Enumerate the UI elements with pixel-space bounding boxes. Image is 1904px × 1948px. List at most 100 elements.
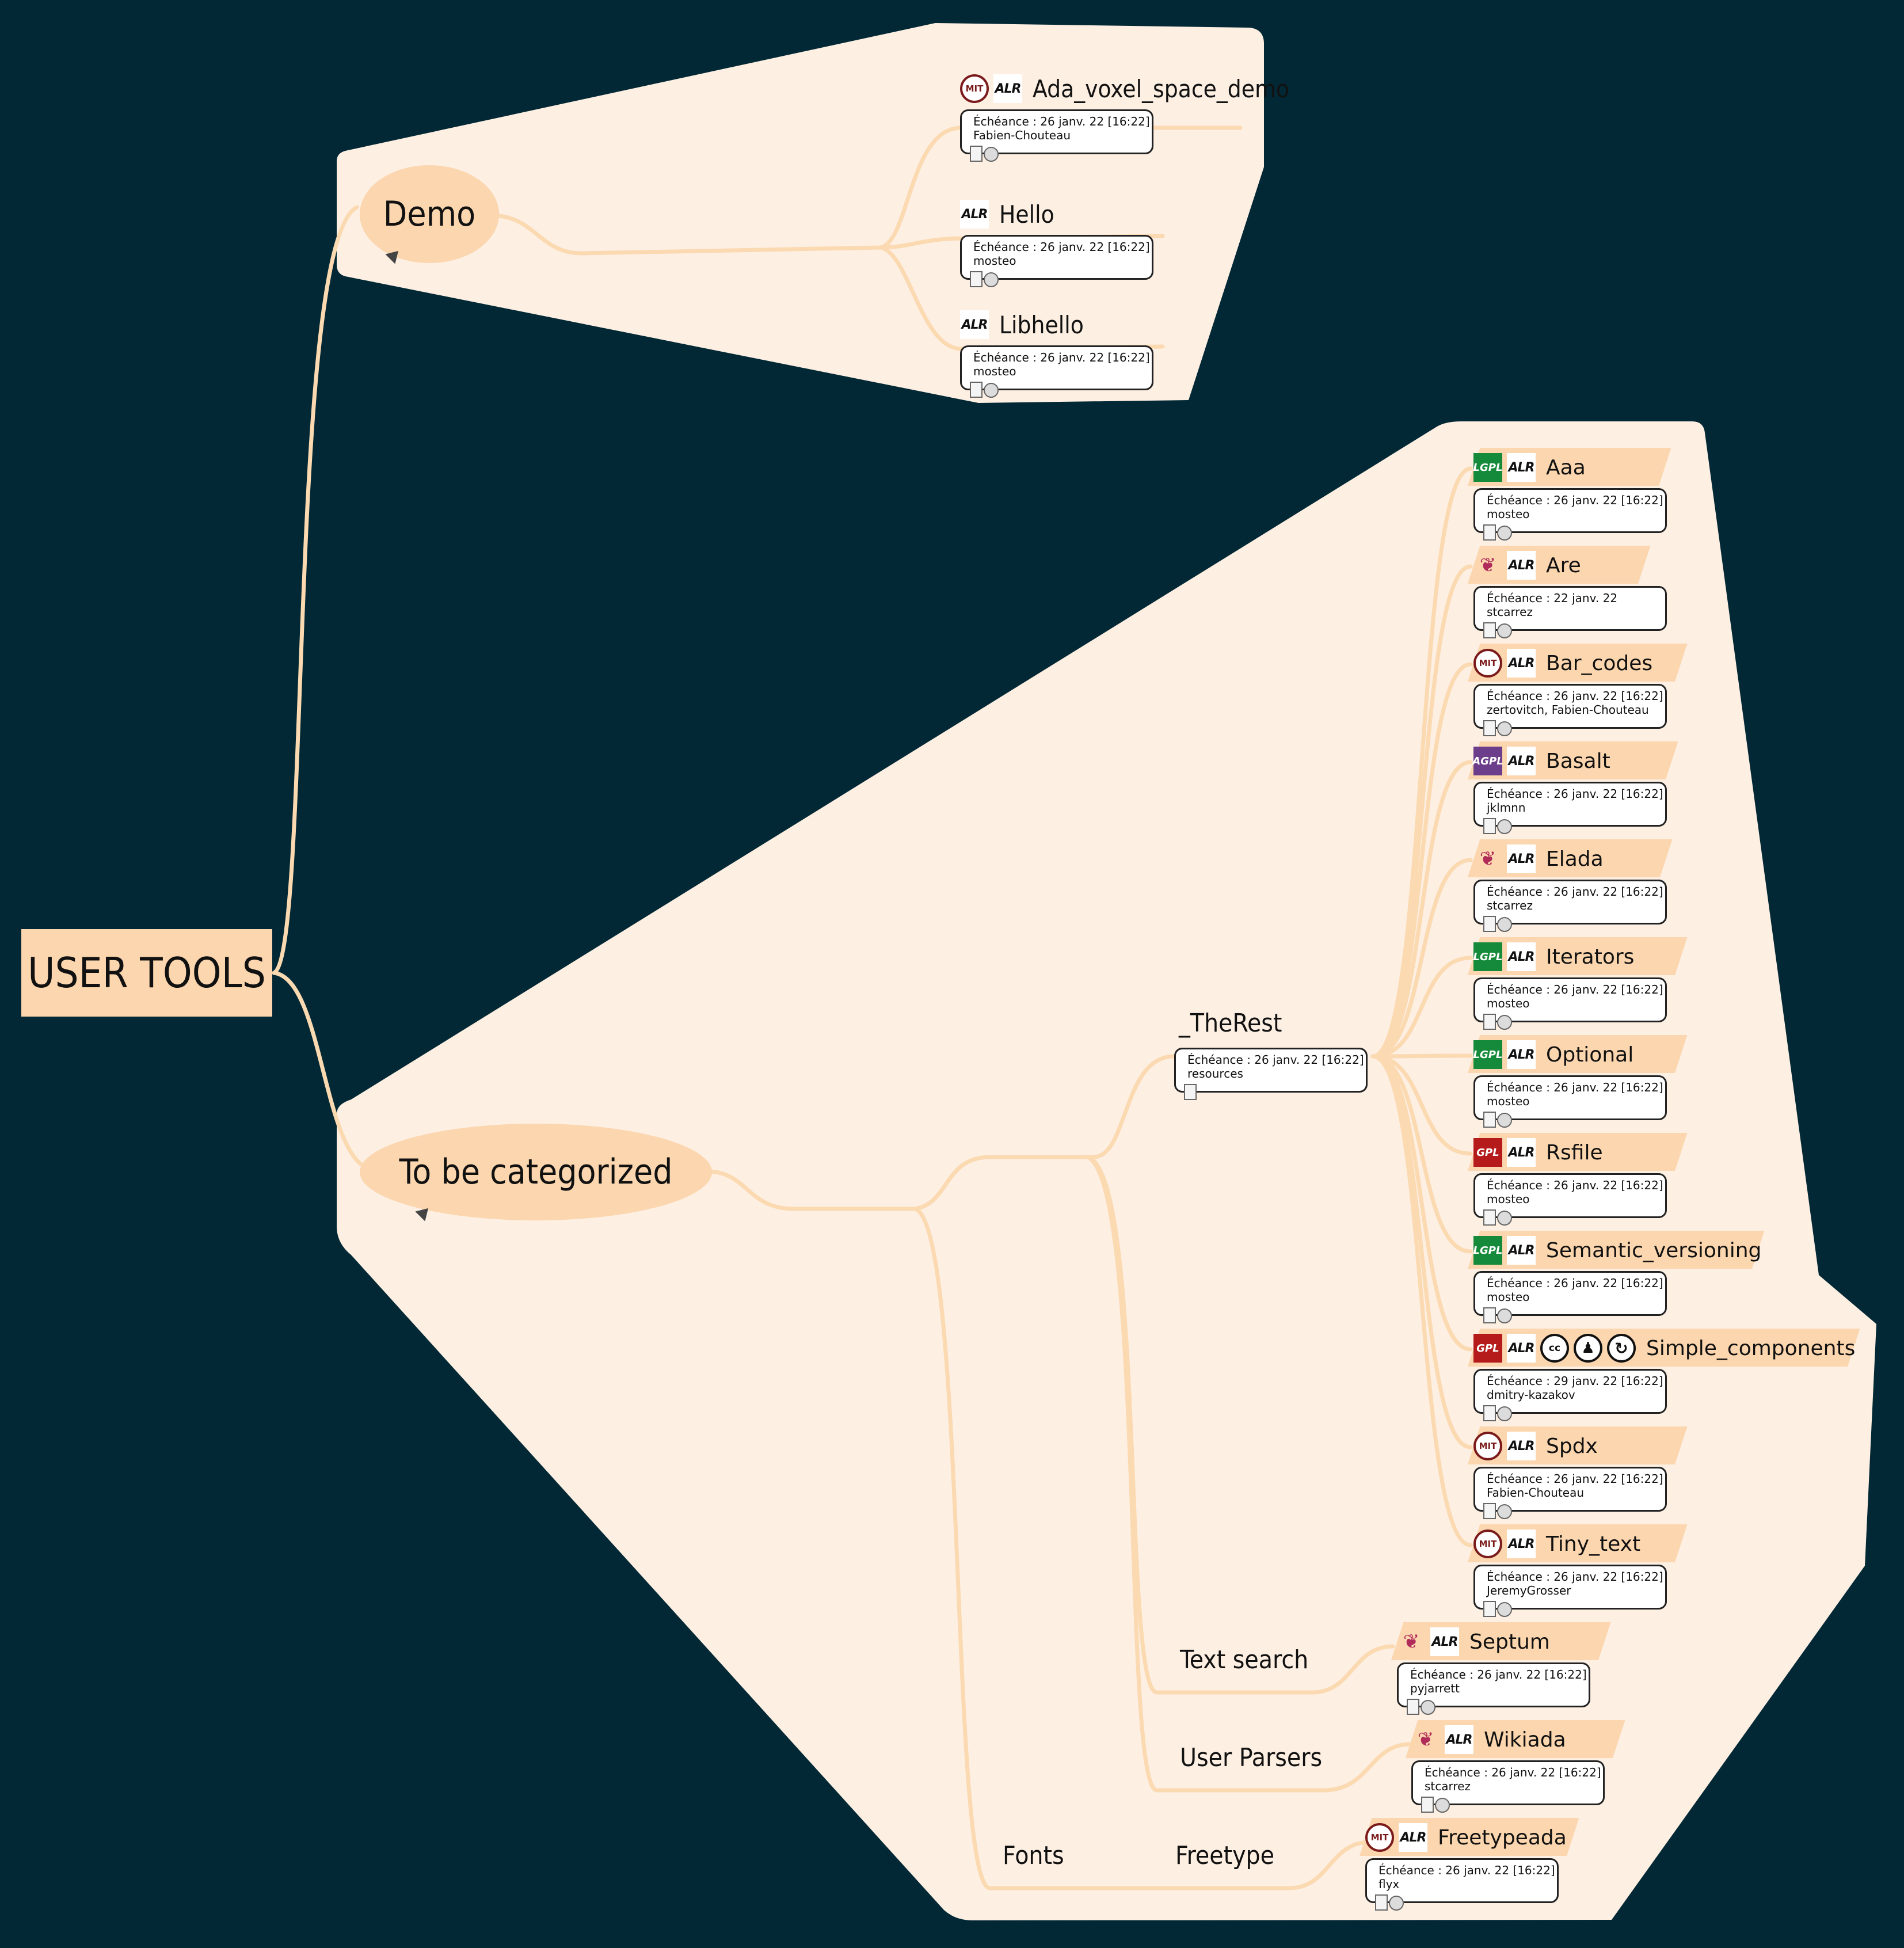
alr-icon[interactable]: ALR	[1507, 649, 1536, 678]
alr-icon[interactable]: ALR	[960, 310, 989, 339]
document-icon[interactable]	[1421, 1797, 1434, 1813]
document-icon[interactable]	[1483, 720, 1496, 736]
subgroup-user-parsers[interactable]: User Parsers	[1180, 1743, 1323, 1772]
subgroup-text-search[interactable]: Text search	[1180, 1645, 1309, 1675]
apache-icon[interactable]: ❦	[1479, 554, 1496, 577]
alr-icon[interactable]: ALR	[1507, 1334, 1536, 1363]
alr-icon[interactable]: ALR	[1507, 942, 1536, 971]
document-icon[interactable]	[970, 382, 983, 398]
link-icon[interactable]	[1497, 819, 1512, 834]
mit-icon[interactable]: MIT	[1473, 649, 1502, 678]
alr-icon[interactable]: ALR	[1399, 1823, 1427, 1852]
alr-icon[interactable]: ALR	[1507, 747, 1536, 775]
task-card[interactable]: Échéance : 26 janv. 22 [16:22]pyjarrett	[1397, 1662, 1590, 1715]
link-icon[interactable]	[1497, 1211, 1512, 1226]
task-card[interactable]: Échéance : 26 janv. 22 [16:22]flyx	[1365, 1858, 1559, 1911]
document-icon[interactable]	[1483, 1307, 1496, 1323]
task-card[interactable]: Échéance : 26 janv. 22 [16:22]jklmnn	[1473, 782, 1667, 834]
cc-icon[interactable]: cc	[1540, 1334, 1569, 1363]
alr-icon[interactable]: ALR	[1507, 844, 1536, 873]
document-icon[interactable]	[1483, 622, 1496, 638]
gpl-icon[interactable]: GPL	[1473, 1138, 1502, 1167]
task-card[interactable]: Échéance : 26 janv. 22 [16:22]mosteo	[1473, 488, 1667, 541]
link-icon[interactable]	[1497, 917, 1512, 932]
document-icon[interactable]	[1483, 916, 1496, 932]
document-icon[interactable]	[1483, 1503, 1496, 1519]
link-icon[interactable]	[1497, 1015, 1512, 1030]
alr-icon[interactable]: ALR	[1507, 1138, 1536, 1167]
task-card[interactable]: Échéance : 26 janv. 22 [16:22]JeremyGros…	[1473, 1565, 1667, 1617]
document-icon[interactable]	[1407, 1699, 1419, 1715]
task-card[interactable]: Échéance : 26 janv. 22 [16:22]mosteo	[1473, 1271, 1667, 1323]
link-icon[interactable]	[1497, 1308, 1512, 1323]
mit-icon[interactable]: MIT	[1473, 1530, 1502, 1558]
alr-icon[interactable]: ALR	[1507, 453, 1536, 482]
mit-icon[interactable]: MIT	[1473, 1432, 1502, 1460]
task-card[interactable]: Échéance : 26 janv. 22 [16:22]mosteo	[1473, 977, 1667, 1030]
document-icon[interactable]	[1375, 1894, 1388, 1911]
lgpl-icon[interactable]: LGPL	[1473, 1040, 1502, 1069]
by-icon[interactable]: ♟	[1574, 1334, 1602, 1363]
subgroup-fonts[interactable]: Fonts	[1003, 1841, 1064, 1870]
link-icon[interactable]	[1497, 1113, 1512, 1128]
alr-icon[interactable]: ALR	[993, 74, 1022, 103]
lgpl-icon[interactable]: LGPL	[1473, 942, 1502, 971]
document-icon[interactable]	[1184, 1084, 1197, 1100]
link-icon[interactable]	[1389, 1896, 1404, 1911]
link-icon[interactable]	[1497, 721, 1512, 736]
lgpl-icon[interactable]: LGPL	[1473, 453, 1502, 482]
apache-icon[interactable]: ❦	[1479, 847, 1496, 870]
subgroup-therest[interactable]: _TheRest	[1179, 1009, 1282, 1038]
task-card[interactable]: Échéance : 26 janv. 22 [16:22]mosteo	[1473, 1173, 1667, 1226]
link-icon[interactable]	[1497, 1602, 1512, 1617]
task-card[interactable]: Échéance : 26 janv. 22 [16:22]mosteo	[960, 345, 1153, 398]
link-icon[interactable]	[1497, 1406, 1512, 1421]
agpl-icon[interactable]: AGPL	[1472, 747, 1503, 775]
alr-icon[interactable]: ALR	[1507, 1040, 1536, 1069]
group-to-be-categorized[interactable]: To be categorized	[360, 1124, 712, 1222]
link-icon[interactable]	[1435, 1798, 1450, 1813]
document-icon[interactable]	[970, 146, 983, 162]
task-card[interactable]: Échéance : 26 janv. 22 [16:22]Fabien-Cho…	[1473, 1467, 1667, 1519]
link-icon[interactable]	[1497, 1504, 1512, 1519]
document-icon[interactable]	[1483, 818, 1496, 834]
document-icon[interactable]	[1483, 1601, 1496, 1617]
mit-icon[interactable]: MIT	[960, 74, 989, 103]
lgpl-icon[interactable]: LGPL	[1473, 1236, 1502, 1265]
task-card[interactable]: Échéance : 26 janv. 22 [16:22]zertovitch…	[1473, 684, 1667, 736]
task-card[interactable]: Échéance : 26 janv. 22 [16:22]mosteo	[1473, 1075, 1667, 1128]
group-demo[interactable]: Demo	[360, 165, 499, 264]
link-icon[interactable]	[984, 272, 999, 287]
alr-icon[interactable]: ALR	[1430, 1627, 1459, 1656]
task-card[interactable]: Échéance : 26 janv. 22 [16:22]Fabien-Cho…	[960, 109, 1153, 162]
document-icon[interactable]	[970, 271, 983, 287]
task-card[interactable]: Échéance : 26 janv. 22 [16:22]mosteo	[960, 235, 1153, 287]
document-icon[interactable]	[1483, 1014, 1496, 1030]
document-icon[interactable]	[1483, 1112, 1496, 1128]
task-card[interactable]: Échéance : 26 janv. 22 [16:22]stcarrez	[1411, 1760, 1605, 1813]
subgroup-freetype[interactable]: Freetype	[1175, 1841, 1275, 1870]
apache-icon[interactable]: ❦	[1403, 1630, 1420, 1653]
task-card[interactable]: Échéance : 29 janv. 22 [16:22]dmitry-kaz…	[1473, 1369, 1667, 1421]
apache-icon[interactable]: ❦	[1417, 1728, 1434, 1751]
alr-icon[interactable]: ALR	[1507, 1236, 1536, 1265]
link-icon[interactable]	[984, 383, 999, 398]
alr-icon[interactable]: ALR	[1445, 1725, 1473, 1754]
sa-icon[interactable]: ↻	[1607, 1334, 1636, 1363]
alr-icon[interactable]: ALR	[1507, 1432, 1536, 1460]
alr-icon[interactable]: ALR	[1507, 1530, 1536, 1558]
alr-icon[interactable]: ALR	[960, 200, 989, 229]
document-icon[interactable]	[1483, 1405, 1496, 1421]
root-node[interactable]: USER TOOLS	[21, 929, 272, 1017]
gpl-icon[interactable]: GPL	[1473, 1334, 1502, 1363]
alr-icon[interactable]: ALR	[1507, 551, 1536, 580]
link-icon[interactable]	[984, 147, 999, 162]
document-icon[interactable]	[1483, 1209, 1496, 1226]
task-card[interactable]: Échéance : 26 janv. 22 [16:22]stcarrez	[1473, 880, 1667, 932]
link-icon[interactable]	[1497, 526, 1512, 541]
link-icon[interactable]	[1497, 623, 1512, 638]
mit-icon[interactable]: MIT	[1365, 1823, 1394, 1852]
task-card[interactable]: Échéance : 26 janv. 22 [16:22] resources	[1174, 1048, 1368, 1100]
link-icon[interactable]	[1421, 1700, 1435, 1715]
